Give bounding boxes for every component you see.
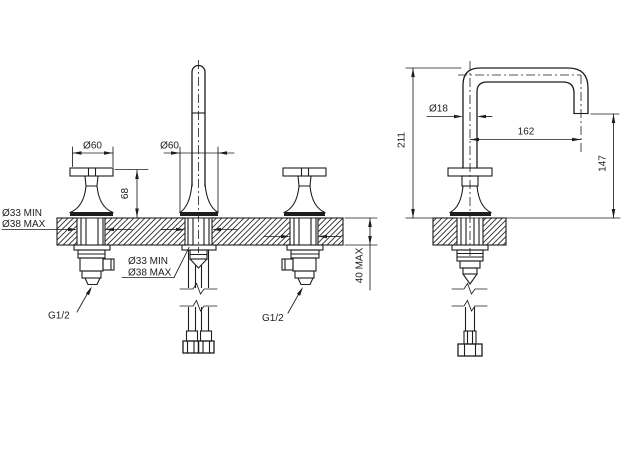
dim-thread-left: G1/2 <box>48 286 92 322</box>
label-counter-thickness: 40 MAX <box>355 247 366 283</box>
handle-right-front <box>282 167 327 216</box>
spout-front <box>179 60 219 253</box>
label-spout-base-diameter: Ø60 <box>160 141 179 152</box>
countertop-side <box>405 217 621 246</box>
spout-side <box>447 61 589 256</box>
dim-handle-height: 68 <box>114 169 149 218</box>
label-pipe-diameter: Ø18 <box>429 104 448 115</box>
label-handle-height: 68 <box>120 188 131 200</box>
front-view: Ø60 Ø60 68 Ø33 MIN Ø38 MAX <box>1 60 378 354</box>
label-handle-diameter: Ø60 <box>83 141 102 152</box>
valve-right-under-counter <box>281 217 324 286</box>
center-hoses-under-counter <box>179 217 218 354</box>
dim-right-hole <box>263 234 342 239</box>
label-spout-reach: 162 <box>518 127 535 138</box>
countertop-front <box>56 217 344 246</box>
handle-left-front <box>69 167 114 216</box>
label-left-hole-line2: Ø38 MAX <box>2 219 46 230</box>
dim-outlet-height: 147 <box>590 113 620 219</box>
valve-side-under-counter <box>451 217 489 357</box>
label-total-height: 211 <box>397 132 408 148</box>
dim-spout-base-diameter: Ø60 <box>160 141 235 213</box>
label-thread-right: G1/2 <box>262 313 284 324</box>
label-left-hole-line1: Ø33 MIN <box>2 208 42 219</box>
dim-spout-reach: 162 <box>469 127 582 142</box>
label-center-hole-line1: Ø33 MIN <box>128 256 168 267</box>
dim-total-height: 211 <box>397 67 462 219</box>
label-outlet-height: 147 <box>598 155 609 172</box>
dim-left-hole: Ø33 MIN Ø38 MAX <box>1 208 133 232</box>
valve-left-under-counter <box>73 217 115 286</box>
dim-counter-thickness: 40 MAX <box>344 217 378 291</box>
dim-thread-right: G1/2 <box>262 287 303 324</box>
label-thread-left: G1/2 <box>48 311 70 322</box>
label-center-hole-line2: Ø38 MAX <box>128 268 172 279</box>
dim-center-hole: Ø33 MIN Ø38 MAX <box>121 227 238 279</box>
side-view: 211 Ø18 162 147 <box>397 61 621 357</box>
dim-handle-diameter: Ø60 <box>72 141 114 167</box>
dim-pipe-diameter: Ø18 <box>426 104 493 119</box>
